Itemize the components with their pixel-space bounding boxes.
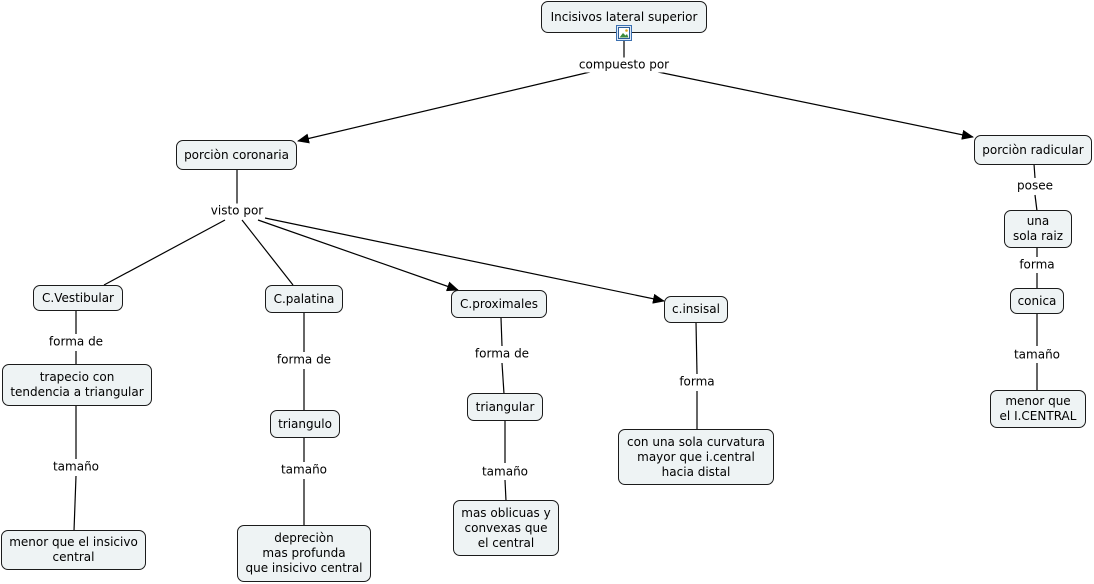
concept-c-proximales[interactable]: C.proximales: [451, 290, 547, 318]
phrase-forma-radicular[interactable]: forma: [1017, 257, 1057, 273]
link-radicular-posee: [1033, 163, 1036, 179]
link-visto-proximales: [257, 219, 459, 292]
concept-triangular[interactable]: triangular: [467, 393, 543, 421]
phrase-tamano-vestibular[interactable]: tamaño: [50, 459, 102, 475]
link-visto-insisal: [264, 217, 665, 304]
concept-c-palatina[interactable]: C.palatina: [265, 285, 343, 313]
link-compuesto-radicular: [657, 71, 974, 140]
link-tamano-oblicuas: [504, 479, 507, 502]
link-proximales-formade: [500, 317, 503, 347]
concept-menor-central[interactable]: menor que el I.CENTRAL: [990, 390, 1086, 428]
phrase-compuesto-por[interactable]: compuesto por: [576, 57, 672, 73]
concept-menor-insicivo[interactable]: menor que el insicivo central: [1, 530, 146, 570]
phrase-tamano-proximales[interactable]: tamaño: [479, 464, 531, 480]
phrase-forma-de-vestibular[interactable]: forma de: [46, 334, 106, 350]
link-posee-raiz: [1034, 194, 1038, 212]
link-compuesto-coronaria: [297, 71, 591, 144]
concept-una-sola-raiz[interactable]: una sola raiz: [1004, 210, 1072, 248]
link-visto-palatina: [241, 219, 294, 286]
phrase-forma-insisal[interactable]: forma: [677, 374, 717, 390]
concept-porcion-coronaria[interactable]: porciòn coronaria: [176, 140, 297, 170]
image-resource-icon[interactable]: [616, 25, 632, 41]
concept-mas-oblicuas[interactable]: mas oblicuas y convexas que el central: [453, 500, 559, 556]
concept-porcion-radicular[interactable]: porciòn radicular: [974, 135, 1092, 165]
phrase-visto-por[interactable]: visto por: [208, 203, 266, 219]
link-tamano-menor: [73, 475, 77, 532]
phrase-forma-de-proximales[interactable]: forma de: [472, 346, 532, 362]
phrase-posee[interactable]: posee: [1015, 178, 1055, 194]
link-visto-vestibular: [103, 219, 226, 286]
concept-deprecion[interactable]: depreciòn mas profunda que insicivo cent…: [237, 525, 371, 582]
phrase-forma-de-palatina[interactable]: forma de: [274, 352, 334, 368]
concept-triangulo[interactable]: triangulo: [270, 410, 340, 438]
concept-conica[interactable]: conica: [1010, 288, 1064, 314]
phrase-tamano-palatina[interactable]: tamaño: [278, 462, 330, 478]
link-insisal-forma: [695, 321, 698, 375]
concept-curvatura[interactable]: con una sola curvatura mayor que i.centr…: [618, 429, 774, 485]
concept-c-insisal[interactable]: c.insisal: [664, 296, 728, 323]
phrase-tamano-radicular[interactable]: tamaño: [1011, 347, 1063, 363]
concept-trapecio[interactable]: trapecio con tendencia a triangular: [2, 364, 152, 406]
link-formade-triangular: [501, 362, 505, 395]
concept-c-vestibular[interactable]: C.Vestibular: [33, 285, 123, 311]
